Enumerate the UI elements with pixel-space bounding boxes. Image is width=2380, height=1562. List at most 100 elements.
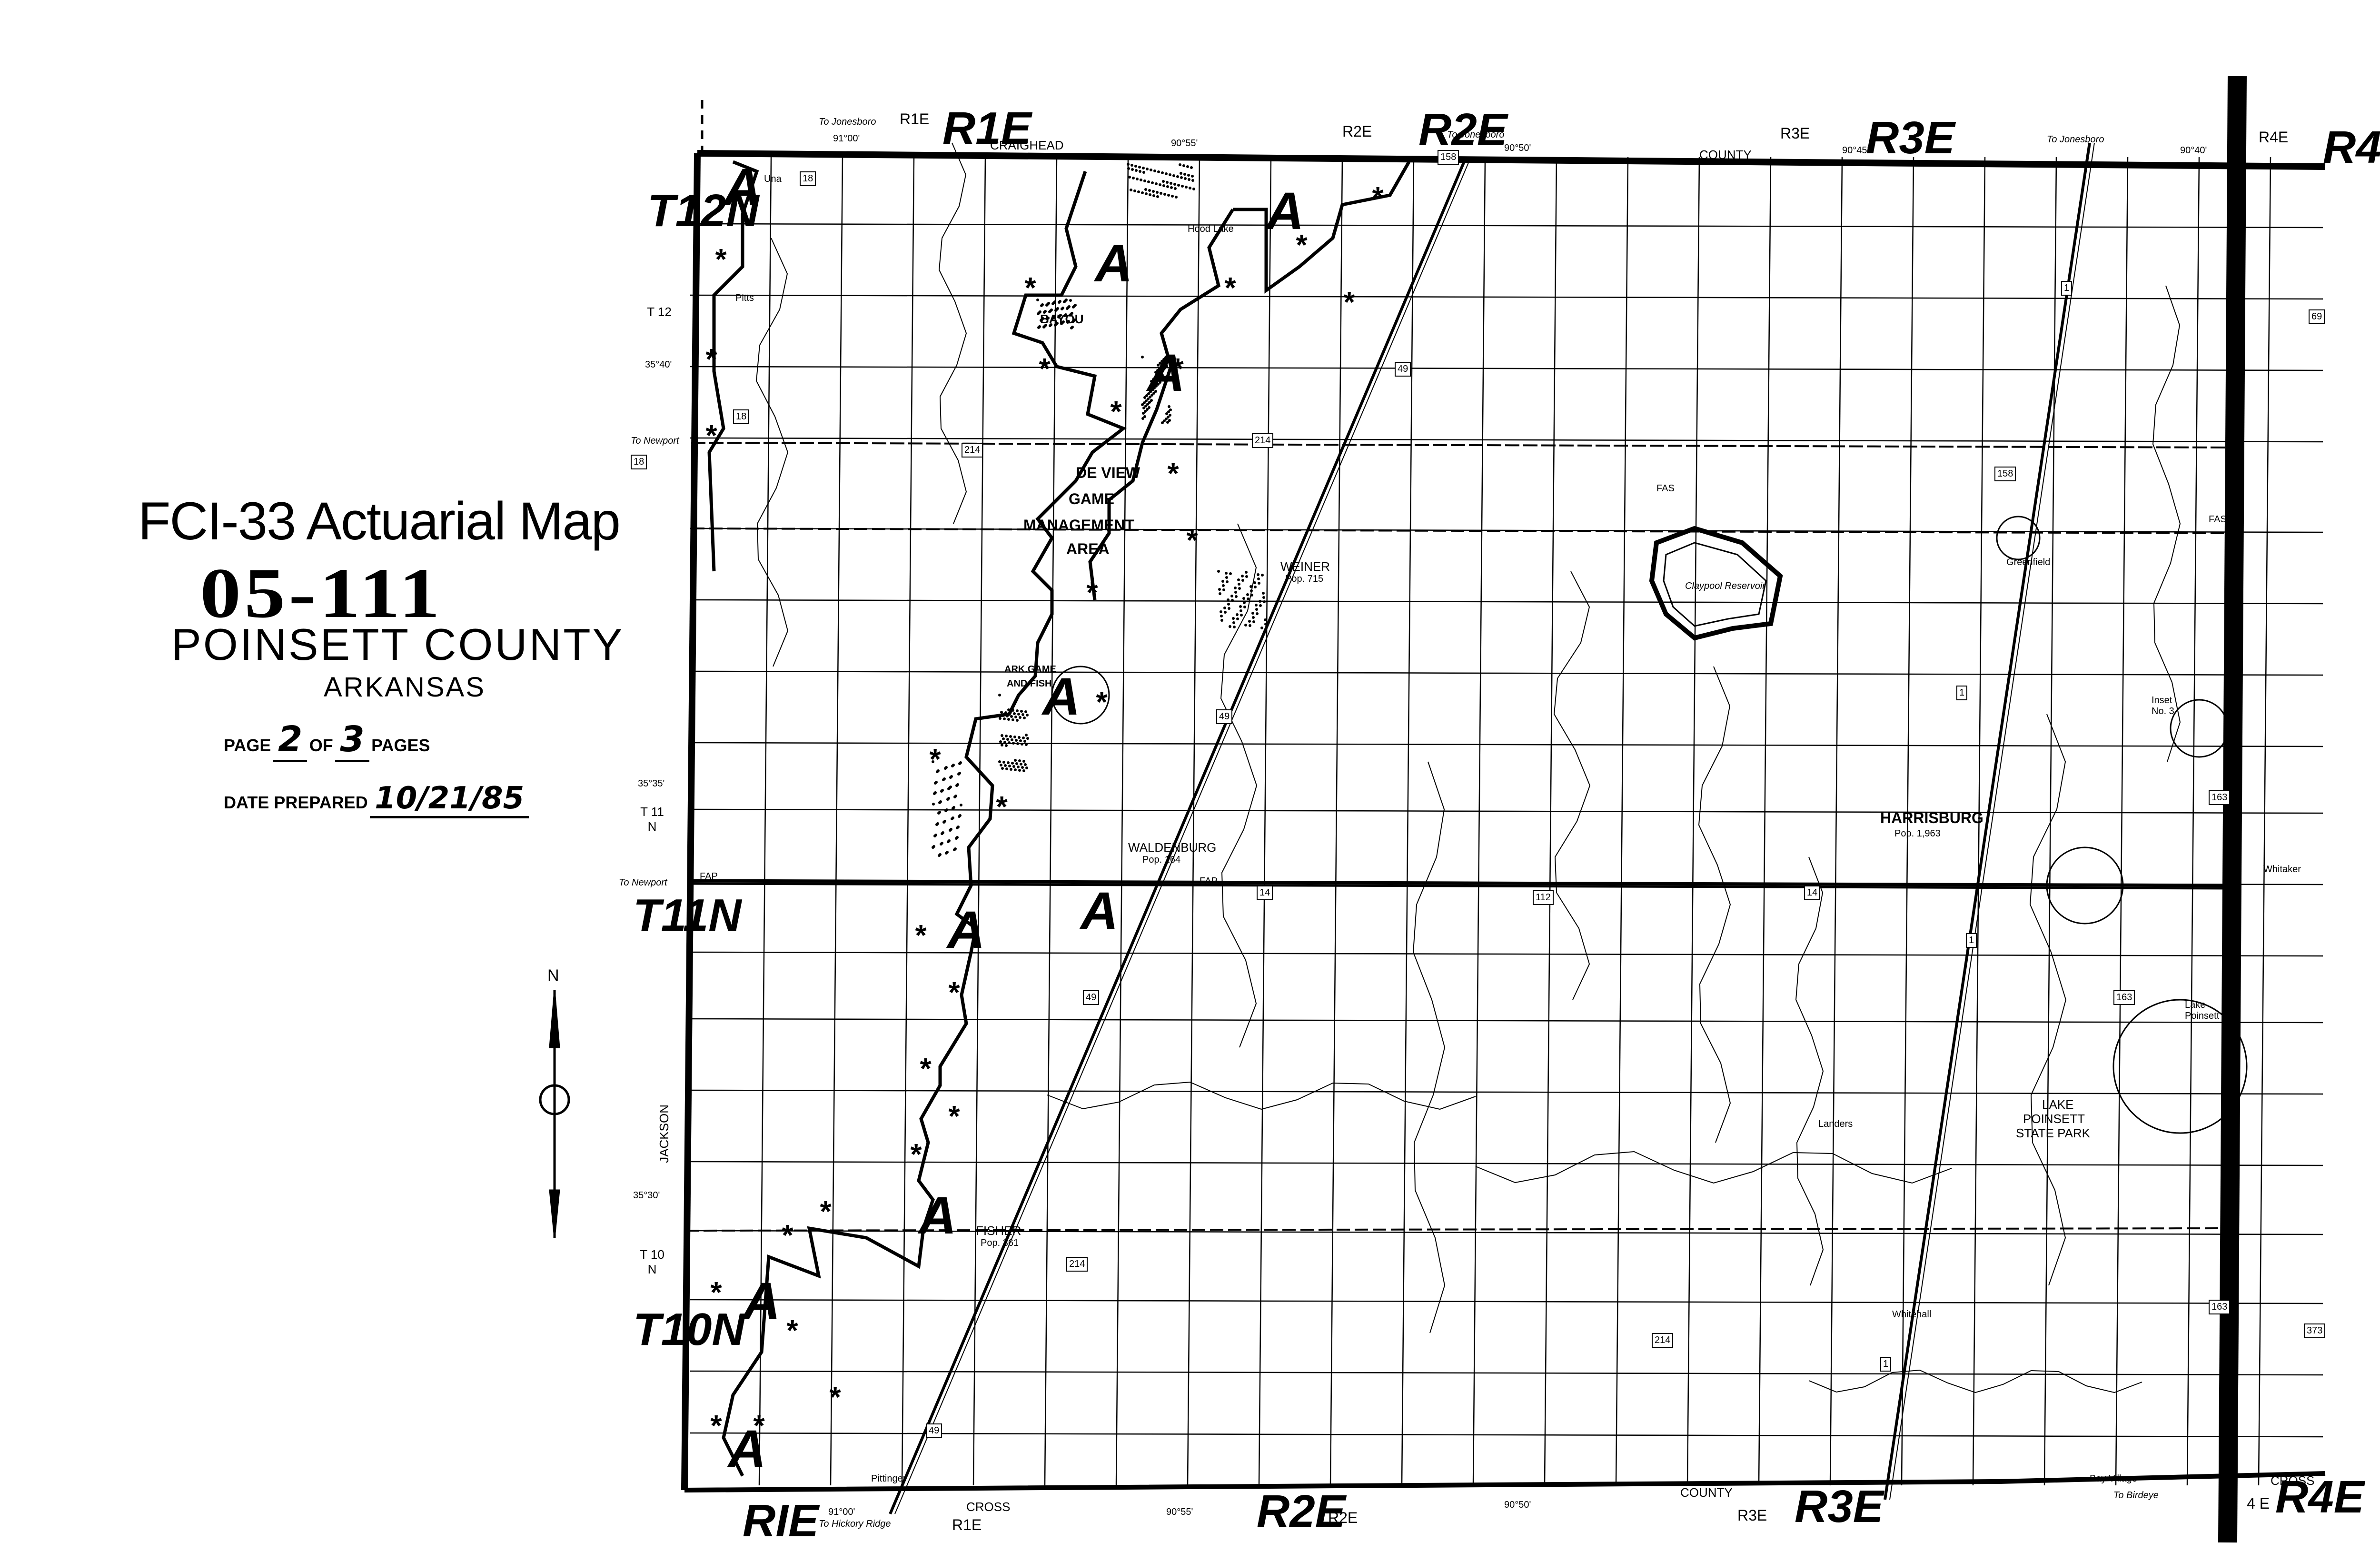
coord-top-90-50: 90°50' bbox=[1504, 143, 1531, 153]
stipple-dot bbox=[1263, 600, 1266, 603]
map-line bbox=[2043, 157, 2057, 1486]
stipple-dot bbox=[1130, 189, 1132, 191]
highway-shield: 163 bbox=[2113, 990, 2135, 1005]
map-line bbox=[691, 442, 2233, 448]
map-line bbox=[690, 1018, 2323, 1024]
highway-shield: 1 bbox=[2061, 281, 2073, 296]
map-line bbox=[758, 157, 772, 1486]
stipple-dot bbox=[1025, 734, 1028, 736]
map-line bbox=[1187, 157, 1200, 1486]
highway-shield: 214 bbox=[1066, 1257, 1088, 1272]
stipple-dot bbox=[1024, 710, 1027, 713]
stipple-dot bbox=[1011, 738, 1013, 741]
stipple-dot bbox=[1257, 577, 1260, 580]
stipple-dot bbox=[1166, 359, 1169, 362]
stipple-dot bbox=[1153, 381, 1156, 384]
stipple-dot bbox=[1148, 189, 1151, 192]
area-star-mark: * bbox=[947, 976, 959, 1009]
stipple-dot bbox=[1163, 419, 1166, 422]
stipple-dot bbox=[949, 776, 952, 779]
stipple-dot bbox=[1188, 178, 1190, 181]
place-harrisburg: HARRISBURG bbox=[1880, 809, 1983, 826]
area-star-mark: * bbox=[709, 1410, 721, 1443]
stipple-dot bbox=[1159, 381, 1161, 384]
range-top-hand-r4: R4 bbox=[2323, 122, 2380, 173]
place-fisher: FISHER bbox=[976, 1224, 1021, 1238]
place-waldenburg-pop: Pop. 164 bbox=[1142, 855, 1181, 865]
stipple-dot bbox=[1185, 186, 1188, 189]
coord-left-35-40: 35°40' bbox=[645, 359, 672, 370]
wetland-stipple bbox=[932, 163, 1267, 857]
stipple-dot bbox=[1145, 394, 1148, 397]
map-line bbox=[2186, 157, 2200, 1486]
stipple-dot bbox=[1223, 607, 1226, 609]
stipple-dot bbox=[1157, 364, 1160, 367]
stream-line bbox=[1808, 1369, 2142, 1393]
stipple-dot bbox=[1025, 766, 1028, 769]
range-top-print-r4e: R4E bbox=[2259, 129, 2289, 146]
stipple-dot bbox=[1143, 396, 1146, 399]
stipple-dot bbox=[1253, 581, 1256, 584]
stipple-dot bbox=[1244, 624, 1247, 627]
stipple-dot bbox=[1141, 191, 1144, 194]
area-a-mark: A bbox=[1147, 344, 1185, 402]
stipple-dot bbox=[1160, 370, 1162, 373]
place-and-fish: AND FISH bbox=[1007, 678, 1052, 689]
stipple-dot bbox=[1044, 310, 1047, 313]
stipple-dot bbox=[1006, 715, 1009, 717]
stipple-dot bbox=[958, 762, 961, 765]
stipple-dot bbox=[1262, 596, 1265, 599]
area-star-mark: * bbox=[1085, 577, 1097, 609]
stipple-dot bbox=[1020, 763, 1022, 766]
stipple-dot bbox=[1007, 718, 1010, 721]
place-game: GAME bbox=[1069, 490, 1114, 507]
stipple-dot bbox=[1183, 173, 1186, 176]
stipple-dot bbox=[1152, 392, 1155, 395]
stipple-dot bbox=[1062, 320, 1065, 323]
stipple-dot bbox=[998, 694, 1001, 696]
map-line bbox=[1544, 157, 1557, 1486]
area-star-mark: * bbox=[1223, 272, 1235, 305]
label-jackson: JACKSON bbox=[657, 1104, 671, 1163]
stipple-dot bbox=[1073, 318, 1076, 321]
route-to-jonesboro-right: To Jonesboro bbox=[1447, 129, 1505, 140]
stipple-dot bbox=[1148, 387, 1150, 390]
stipple-dot bbox=[1018, 769, 1021, 772]
stipple-dot bbox=[1153, 169, 1156, 172]
area-a-mark: A bbox=[919, 1186, 957, 1245]
stream-line bbox=[1220, 523, 1258, 1048]
map-title: FCI-33 Actuarial Map bbox=[138, 491, 621, 551]
area-star-mark: * bbox=[1095, 686, 1107, 719]
stipple-dot bbox=[1245, 575, 1248, 578]
stipple-dot bbox=[1264, 623, 1267, 626]
stipple-dot bbox=[1152, 190, 1155, 193]
stipple-dot bbox=[1137, 190, 1140, 193]
place-lake-poinsett: LAKE bbox=[2042, 1097, 2074, 1112]
coord-bottom-91-00: 91°00' bbox=[828, 1507, 855, 1517]
township-print-t10n: T 10 N bbox=[640, 1247, 664, 1276]
stipple-dot bbox=[1069, 299, 1072, 302]
stipple-dot bbox=[1026, 737, 1029, 740]
coord-top-90-40: 90°40' bbox=[2180, 145, 2207, 156]
stipple-dot bbox=[1241, 579, 1244, 582]
stipple-dot bbox=[945, 852, 948, 855]
stipple-dot bbox=[1163, 367, 1166, 369]
stipple-dot bbox=[1160, 365, 1163, 368]
stipple-dot bbox=[1161, 171, 1164, 174]
stipple-dot bbox=[1234, 591, 1237, 594]
stipple-dot bbox=[1071, 312, 1073, 315]
area-star-mark: * bbox=[828, 1381, 840, 1414]
place-weiner-pop: Pop. 715 bbox=[1285, 574, 1324, 584]
stipple-dot bbox=[1159, 362, 1161, 365]
stipple-dot bbox=[1181, 185, 1184, 188]
stipple-dot bbox=[932, 846, 934, 849]
stipple-dot bbox=[1002, 761, 1005, 764]
stipple-dot bbox=[1246, 593, 1249, 596]
stipple-dot bbox=[1139, 170, 1141, 173]
stipple-dot bbox=[1017, 713, 1020, 716]
township-hand-t11n: T11N bbox=[633, 890, 742, 941]
area-star-mark: * bbox=[1371, 181, 1383, 214]
label-cross: CROSS bbox=[966, 1500, 1011, 1514]
place-fisher-pop: Pop. 361 bbox=[981, 1238, 1019, 1248]
map-line bbox=[1829, 157, 1843, 1486]
